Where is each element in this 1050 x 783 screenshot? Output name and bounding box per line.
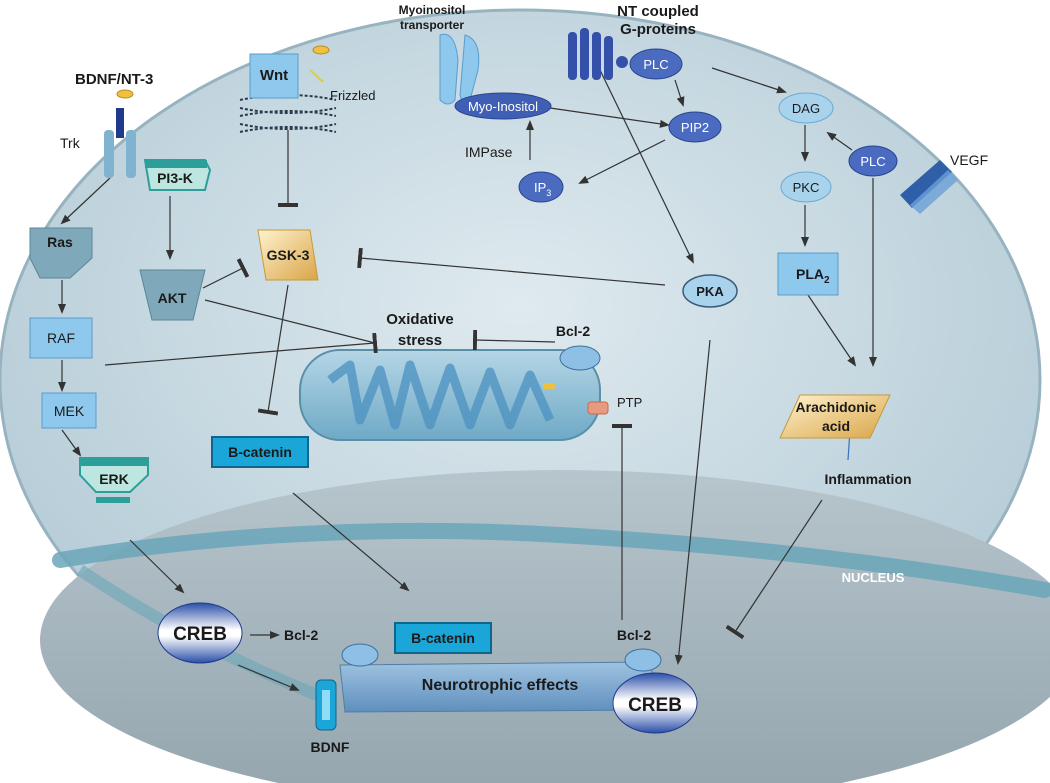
erk-label: ERK — [99, 471, 129, 487]
pip2-label: PIP2 — [681, 120, 709, 135]
wnt-label: Wnt — [260, 67, 288, 84]
ip3-node: IP3 — [518, 171, 564, 203]
ip3-base: IP — [534, 180, 546, 195]
inflammation-label: Inflammation — [824, 471, 911, 487]
bdnf-nt3-label: BDNF/NT-3 — [75, 71, 153, 88]
creb-right-node: CREB — [612, 672, 698, 734]
plc-right-node: PLC — [848, 145, 898, 177]
plc-right-label: PLC — [860, 154, 885, 169]
mitochondrion — [299, 349, 601, 441]
ras-node: Ras — [29, 227, 93, 279]
ip3-label: IP3 — [534, 180, 551, 198]
myo-inositol-node: Myo-Inositol — [454, 92, 552, 120]
b-catenin-cyto-label: B-catenin — [228, 444, 292, 460]
arachidonic-label-line2: acid — [822, 418, 850, 434]
raf-label: RAF — [47, 330, 75, 346]
mek-label: MEK — [54, 403, 85, 419]
impase-label: IMPase — [465, 144, 513, 160]
creb-right-label: CREB — [628, 695, 682, 716]
bdnf-ligand-icon — [116, 89, 134, 99]
pka-label: PKA — [696, 284, 724, 299]
bcl2-right-icon — [624, 648, 662, 672]
ip3-sub: 3 — [546, 188, 551, 198]
myoinositol-transporter-label-line1: Myoinositol — [399, 3, 466, 17]
creb-left-node: CREB — [157, 602, 243, 664]
bdnf-gene-icon — [315, 679, 337, 731]
dag-label: DAG — [792, 101, 820, 116]
pip2-node: PIP2 — [668, 111, 722, 143]
b-catenin-cyto-node: B-catenin — [211, 436, 309, 468]
wnt-node: Wnt — [249, 53, 299, 99]
plc-top-label: PLC — [643, 57, 668, 72]
pi3k-label: PI3-K — [157, 170, 193, 186]
g-protein-receptor-icon — [568, 28, 628, 80]
oxidative-stress-label-line1: Oxidative — [386, 311, 454, 328]
myoinositol-transporter-label-line2: transporter — [400, 18, 464, 32]
bcl2-left-icon — [341, 643, 379, 667]
ras-label: Ras — [47, 234, 73, 250]
pkc-label: PKC — [793, 180, 820, 195]
pla2-base: PLA — [796, 266, 824, 282]
pkc-node: PKC — [780, 171, 832, 203]
creb-left-label: CREB — [173, 624, 227, 645]
bcl2-right-label: Bcl-2 — [617, 627, 651, 643]
raf-node: RAF — [29, 317, 93, 359]
pla2-label: PLA2 — [796, 266, 830, 286]
erk-node: ERK — [79, 457, 149, 503]
gsk3-node: GSK-3 — [257, 229, 319, 281]
ptp-channel-icon — [587, 401, 609, 415]
nuclear-envelope — [52, 522, 1050, 598]
pi3k-node: PI3-K — [143, 159, 212, 191]
myo-inositol-label: Myo-Inositol — [468, 99, 538, 114]
akt-label: AKT — [158, 290, 187, 306]
bcl2-mito-icon — [559, 345, 601, 371]
akt-node: AKT — [139, 269, 206, 321]
neurotrophic-label: Neurotrophic effects — [422, 677, 579, 694]
trk-label: Trk — [60, 135, 81, 151]
frizzled-label: Frizzled — [330, 88, 376, 103]
plc-top-node: PLC — [629, 48, 683, 80]
b-catenin-nuc-label: B-catenin — [411, 630, 475, 646]
connection-lines — [58, 67, 877, 691]
b-catenin-nuc-node: B-catenin — [394, 622, 492, 654]
arachidonic-label-line1: Arachidonic — [796, 399, 877, 415]
nucleus-label: NUCLEUS — [842, 570, 905, 585]
vegf-label: VEGF — [950, 152, 988, 168]
gsk3-label: GSK-3 — [267, 247, 310, 263]
myoinositol-transporter-icon — [439, 33, 480, 105]
vegf-receptor-icon — [900, 160, 958, 214]
nt-coupled-label-line2: G-proteins — [620, 21, 696, 38]
bcl2-left-label: Bcl-2 — [284, 627, 318, 643]
dag-node: DAG — [778, 92, 834, 124]
nt-coupled-label-line1: NT coupled — [617, 3, 699, 20]
trk-receptor-icon — [104, 108, 136, 178]
bdnf-label: BDNF — [311, 739, 350, 755]
arachidonic-acid-node: Arachidonic acid — [779, 394, 891, 439]
wnt-ligand-icon — [312, 45, 330, 55]
oxidative-stress-label-line2: stress — [398, 332, 442, 349]
mek-node: MEK — [41, 392, 97, 429]
pla2-sub: 2 — [824, 275, 830, 286]
ptp-label: PTP — [617, 395, 642, 410]
pla2-node: PLA2 — [777, 252, 839, 296]
neurotrophic-effects-bar: Neurotrophic effects — [339, 661, 661, 713]
pka-node: PKA — [682, 274, 738, 308]
bcl2-mito-label: Bcl-2 — [556, 323, 590, 339]
